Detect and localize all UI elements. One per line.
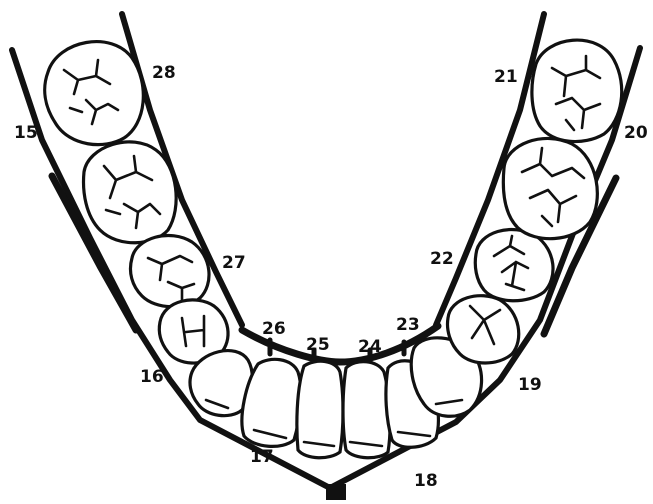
label-26: 26 [262,319,286,339]
right-first-premolar [448,296,519,363]
right-second-molar [532,40,622,141]
label-28: 28 [152,63,176,83]
label-20: 20 [624,123,648,143]
right-first-molar [503,138,597,238]
left-third-molar [45,42,144,145]
label-18: 18 [414,471,438,491]
label-27: 27 [222,253,246,273]
right-second-premolar [475,230,553,301]
label-19: 19 [518,375,542,395]
left-second-premolar [130,235,209,306]
vertex-marker [326,484,346,500]
label-22: 22 [430,249,454,269]
label-23: 23 [396,315,420,335]
label-21: 21 [494,67,518,87]
label-16: 16 [140,367,164,387]
left-central-incisor [297,361,343,458]
label-17: 17 [250,447,274,467]
label-25: 25 [306,335,330,355]
right-central-incisor [343,362,390,458]
label-15: 15 [14,123,38,143]
left-second-molar [84,142,177,243]
label-24: 24 [358,337,382,357]
